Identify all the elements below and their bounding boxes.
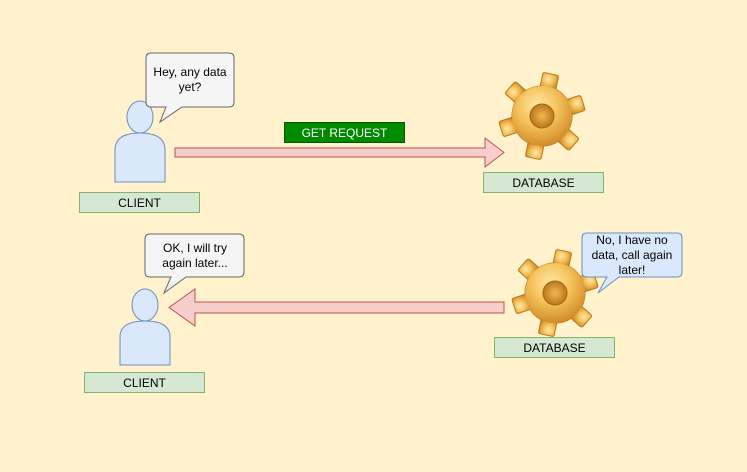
bottom-client-bubble-text: OK, I will try again later... — [162, 241, 228, 270]
top-database-label: DATABASE — [483, 172, 604, 193]
top-arrow-right — [174, 136, 505, 169]
bottom-database-label: DATABASE — [494, 337, 615, 358]
bottom-database-gear-icon — [511, 249, 599, 337]
top-database-gear-icon — [498, 72, 586, 160]
top-client-bubble-text: Hey, any data yet? — [153, 65, 227, 94]
bottom-client-speech-bubble — [144, 233, 245, 295]
top-client-person-icon — [114, 100, 166, 183]
bottom-client-label: CLIENT — [84, 372, 205, 393]
bottom-client-person-icon — [119, 288, 171, 366]
bottom-database-bubble-text: No, I have no data, call again later! — [591, 232, 673, 277]
top-client-label: CLIENT — [79, 192, 200, 213]
top-client-speech-bubble — [145, 52, 235, 124]
bottom-database-speech-bubble — [581, 232, 683, 294]
bottom-arrow-left — [168, 288, 505, 327]
get-request-label: GET REQUEST — [284, 122, 405, 143]
